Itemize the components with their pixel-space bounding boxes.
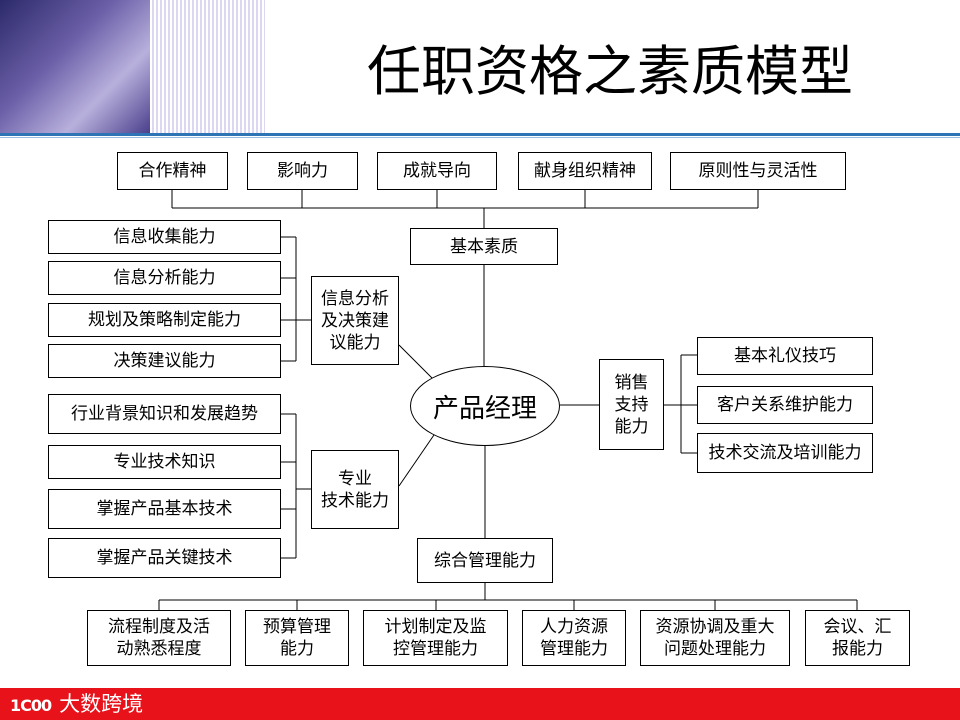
prof-item-basic-tech: 掌握产品基本技术 — [48, 489, 281, 529]
mgmt-item-budget: 预算管理 能力 — [245, 610, 349, 666]
prof-item-key-tech: 掌握产品关键技术 — [48, 538, 281, 578]
basic-item-dedication: 献身组织精神 — [518, 152, 652, 190]
professional-node: 专业 技术能力 — [311, 450, 399, 529]
sales-support-node: 销售 支持 能力 — [599, 359, 664, 450]
sales-item-customer: 客户关系维护能力 — [697, 386, 873, 424]
info-analysis-node: 信息分析 及决策建 议能力 — [311, 276, 399, 365]
mgmt-item-process: 流程制度及活 动熟悉程度 — [87, 610, 231, 666]
mgmt-item-hr: 人力资源 管理能力 — [522, 610, 626, 666]
prof-item-knowledge: 专业技术知识 — [48, 445, 281, 479]
prof-item-industry: 行业背景知识和发展趋势 — [48, 394, 281, 434]
sales-item-etiquette: 基本礼仪技巧 — [697, 337, 873, 375]
mgmt-item-reporting: 会议、汇 报能力 — [805, 610, 910, 666]
center-node: 产品经理 — [410, 366, 560, 446]
mgmt-item-planning: 计划制定及监 控管理能力 — [363, 610, 508, 666]
management-node: 综合管理能力 — [417, 538, 553, 583]
sales-item-training: 技术交流及培训能力 — [697, 433, 873, 473]
logo-mark: 1C00 — [10, 696, 51, 715]
footer-logo: 1C00 大数跨境 — [10, 690, 160, 718]
basic-qualities-node: 基本素质 — [410, 228, 558, 265]
basic-item-teamwork: 合作精神 — [117, 152, 228, 190]
logo-text: 大数跨境 — [59, 692, 143, 716]
info-item-collection: 信息收集能力 — [48, 220, 281, 254]
footer-bar: 1C00 大数跨境 — [0, 688, 960, 720]
basic-item-achievement: 成就导向 — [377, 152, 497, 190]
mgmt-item-resources: 资源协调及重大 问题处理能力 — [640, 610, 790, 666]
info-item-decision: 决策建议能力 — [48, 344, 281, 378]
basic-item-principle: 原则性与灵活性 — [670, 152, 846, 190]
basic-item-influence: 影响力 — [247, 152, 358, 190]
info-item-planning: 规划及策略制定能力 — [48, 303, 281, 337]
info-item-analysis: 信息分析能力 — [48, 261, 281, 295]
